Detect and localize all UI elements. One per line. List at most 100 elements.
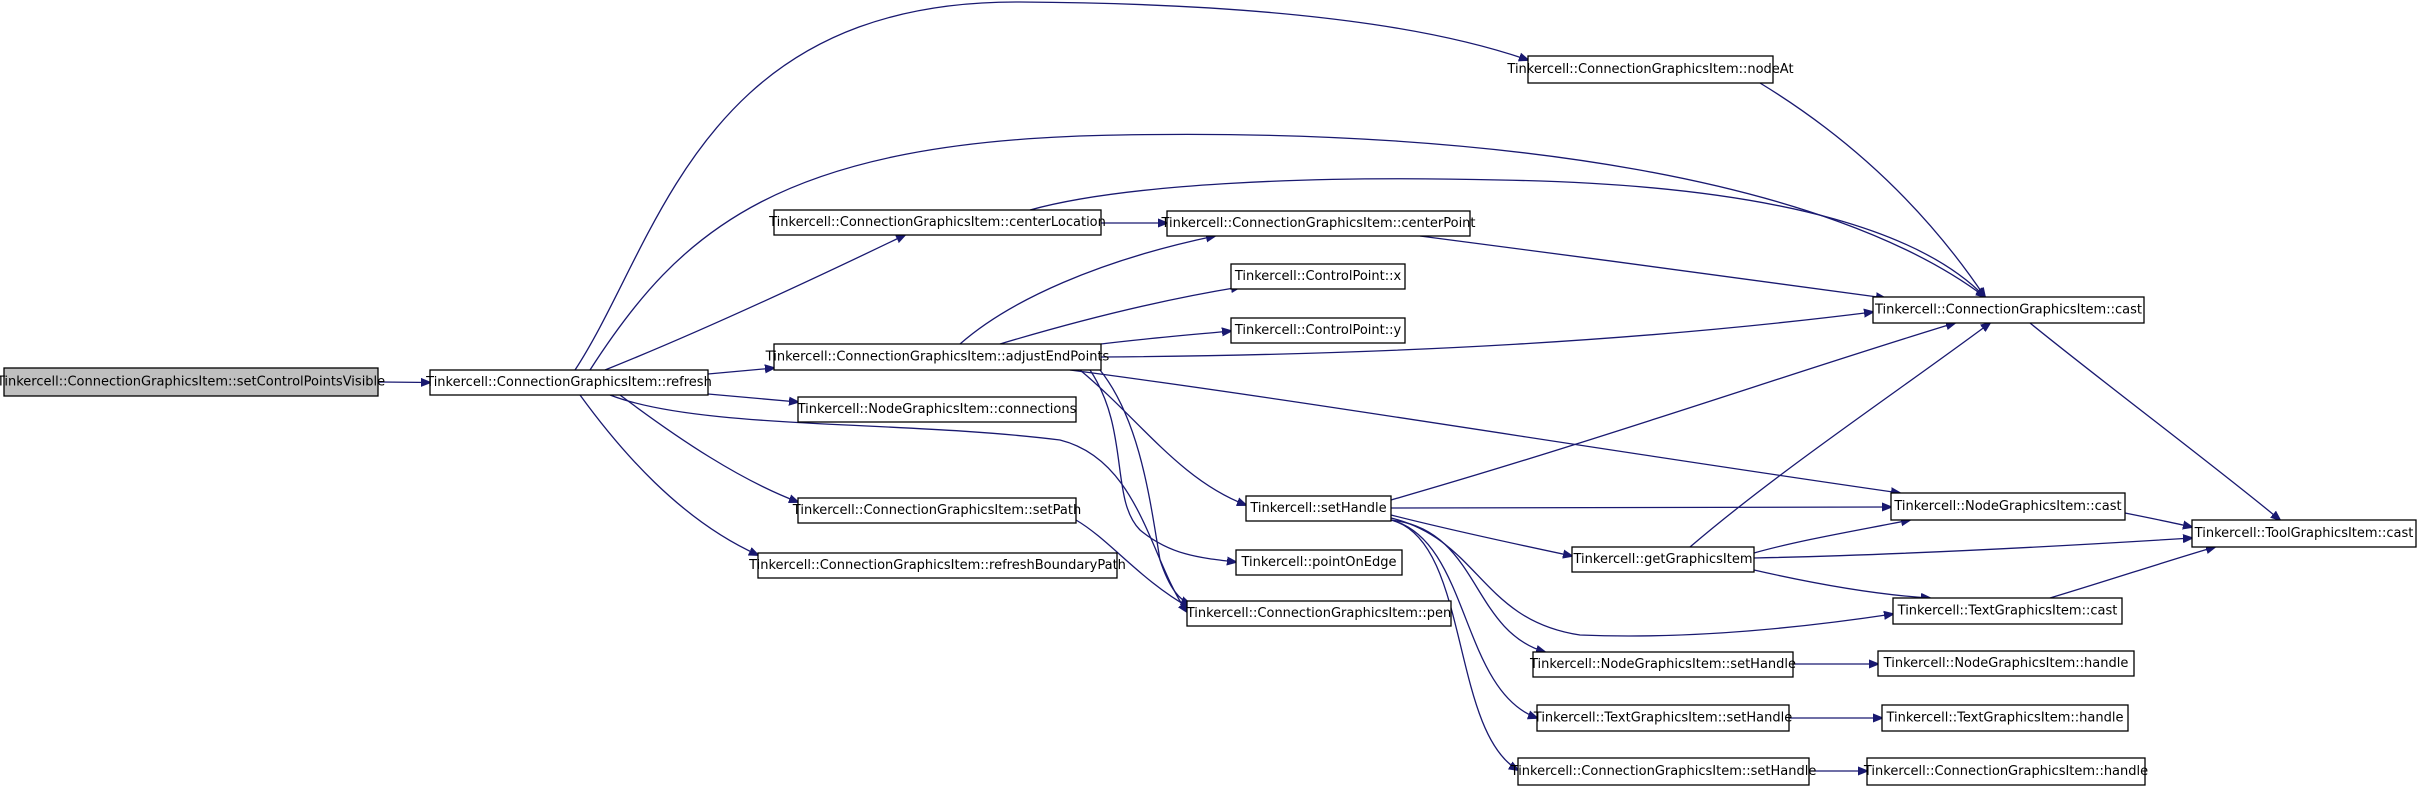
node-nodeAt[interactable]: Tinkercell::ConnectionGraphicsItem::node… (1506, 55, 1794, 84)
node-ngiCast[interactable]: Tinkercell::NodeGraphicsItem::cast (1890, 492, 2126, 521)
node-label: Tinkercell::TextGraphicsItem::setHandle (1533, 711, 1792, 726)
node-box (1532, 651, 1794, 678)
node-cgiCast[interactable]: Tinkercell::ConnectionGraphicsItem::cast (1872, 296, 2145, 324)
edge-getGraphicsItem-to-cgiCast (1689, 323, 1990, 548)
edge-refresh-to-setPath (619, 394, 798, 502)
edges-layer (377, 1, 2280, 771)
node-label: Tinkercell::TextGraphicsItem::cast (1897, 604, 2118, 619)
node-setControlPointsVisible[interactable]: Tinkercell::ConnectionGraphicsItem::setC… (0, 367, 385, 397)
node-label: Tinkercell::getGraphicsItem (1573, 552, 1753, 567)
node-cgiSetHandle[interactable]: Tinkercell::ConnectionGraphicsItem::setH… (1510, 757, 1817, 786)
node-txtHandle[interactable]: Tinkercell::TextGraphicsItem::handle (1881, 704, 2129, 732)
edge-setHandle-to-ngiCast (1390, 507, 1891, 508)
node-centerLocation[interactable]: Tinkercell::ConnectionGraphicsItem::cent… (768, 209, 1106, 236)
node-label: Tinkercell::NodeGraphicsItem::setHandle (1529, 657, 1796, 672)
edge-setHandle-to-getGraphicsItem (1390, 514, 1572, 556)
edge-nodeAt-to-cgiCast (1759, 82, 1985, 297)
node-centerPoint[interactable]: Tinkercell::ConnectionGraphicsItem::cent… (1160, 210, 1476, 237)
node-box (1230, 317, 1406, 344)
node-label: Tinkercell::pointOnEdge (1241, 555, 1397, 570)
node-box (1186, 600, 1452, 627)
node-box (1892, 597, 2123, 625)
node-label: Tinkercell::ToolGraphicsItem::cast (2194, 526, 2414, 541)
node-label: Tinkercell::NodeGraphicsItem::connection… (797, 402, 1077, 417)
edge-getGraphicsItem-to-tgiCast (1753, 538, 2192, 559)
node-box (797, 396, 1077, 423)
node-box (3, 367, 379, 397)
node-connections[interactable]: Tinkercell::NodeGraphicsItem::connection… (797, 396, 1077, 423)
edge-centerLocation-to-cgiCast (1029, 178, 1985, 297)
edge-setHandle-to-cgiCast (1390, 323, 1955, 501)
node-txtSetHandle[interactable]: Tinkercell::TextGraphicsItem::setHandle (1533, 704, 1792, 732)
node-setHandle[interactable]: Tinkercell::setHandle (1245, 495, 1392, 522)
node-box (1517, 757, 1810, 786)
node-label: Tinkercell::ConnectionGraphicsItem::cent… (768, 215, 1106, 230)
edge-adjustEndPoints-to-cgiCast (1100, 312, 1873, 358)
edge-refresh-to-connections (707, 393, 798, 402)
node-box (1245, 495, 1392, 522)
node-label: Tinkercell::ConnectionGraphicsItem::adju… (765, 350, 1110, 365)
node-label: Tinkercell::ControlPoint::y (1234, 323, 1402, 338)
node-box (429, 369, 709, 396)
node-ngiHandle[interactable]: Tinkercell::NodeGraphicsItem::handle (1877, 650, 2135, 677)
edge-centerPoint-to-cgiCast (1419, 235, 1885, 298)
edge-adjustEndPoints-to-pointOnEdge (1089, 369, 1236, 562)
edge-ngiCast-to-tgiCast (2124, 512, 2192, 527)
edge-refresh-to-pen (609, 394, 1187, 612)
node-label: Tinkercell::ControlPoint::x (1234, 269, 1402, 284)
edge-adjustEndPoints-to-setHandle (1079, 369, 1246, 505)
node-box (1877, 650, 2135, 677)
node-box (1890, 492, 2126, 521)
edge-setHandle-to-txtCast (1390, 517, 1893, 637)
edge-getGraphicsItem-to-txtCast (1753, 569, 1930, 598)
node-label: Tinkercell::NodeGraphicsItem::cast (1893, 499, 2121, 514)
node-tgiCast[interactable]: Tinkercell::ToolGraphicsItem::cast (2191, 519, 2417, 548)
node-label: Tinkercell::ConnectionGraphicsItem::setC… (0, 375, 385, 390)
edge-setHandle-to-ngiSetHandle (1390, 519, 1545, 652)
edge-setControlPointsVisible-to-refresh (377, 382, 430, 383)
node-box (1881, 704, 2129, 732)
node-cpx[interactable]: Tinkercell::ControlPoint::x (1230, 263, 1406, 290)
edge-refresh-to-refreshBoundaryPath (579, 394, 758, 555)
node-label: Tinkercell::TextGraphicsItem::handle (1885, 711, 2123, 726)
edge-refresh-to-centerLocation (604, 235, 905, 371)
node-cgiHandle[interactable]: Tinkercell::ConnectionGraphicsItem::hand… (1863, 757, 2148, 786)
edge-refresh-to-cgiCast (589, 133, 1985, 371)
node-label: Tinkercell::ConnectionGraphicsItem::cent… (1160, 216, 1475, 231)
node-adjustEndPoints[interactable]: Tinkercell::ConnectionGraphicsItem::adju… (765, 343, 1110, 371)
node-box (1866, 757, 2146, 786)
node-box (1571, 546, 1755, 573)
node-pen[interactable]: Tinkercell::ConnectionGraphicsItem::pen (1186, 600, 1452, 627)
node-box (1536, 704, 1790, 732)
node-refresh[interactable]: Tinkercell::ConnectionGraphicsItem::refr… (425, 369, 712, 396)
node-label: Tinkercell::ConnectionGraphicsItem::refr… (748, 558, 1126, 573)
node-txtCast[interactable]: Tinkercell::TextGraphicsItem::cast (1892, 597, 2123, 625)
node-box (797, 497, 1077, 524)
node-getGraphicsItem[interactable]: Tinkercell::getGraphicsItem (1571, 546, 1755, 573)
node-box (773, 209, 1102, 236)
edge-getGraphicsItem-to-ngiCast (1753, 520, 1910, 554)
node-label: Tinkercell::ConnectionGraphicsItem::node… (1506, 62, 1793, 77)
node-box (1230, 263, 1406, 290)
node-ngiSetHandle[interactable]: Tinkercell::NodeGraphicsItem::setHandle (1529, 651, 1796, 678)
node-box (757, 552, 1118, 579)
node-label: Tinkercell::ConnectionGraphicsItem::setP… (792, 503, 1081, 518)
node-box (773, 343, 1102, 371)
node-label: Tinkercell::NodeGraphicsItem::handle (1883, 656, 2129, 671)
node-refreshBoundaryPath[interactable]: Tinkercell::ConnectionGraphicsItem::refr… (748, 552, 1126, 579)
node-box (1872, 296, 2145, 324)
edge-setPath-to-pen (1075, 519, 1190, 608)
nodes-layer: Tinkercell::ConnectionGraphicsItem::setC… (0, 55, 2417, 786)
edge-setHandle-to-cgiSetHandle (1390, 519, 1518, 770)
node-box (1235, 549, 1403, 576)
edge-adjustEndPoints-to-cpy (1100, 331, 1231, 345)
node-box (2191, 519, 2417, 548)
node-cpy[interactable]: Tinkercell::ControlPoint::y (1230, 317, 1406, 344)
node-label: Tinkercell::ConnectionGraphicsItem::pen (1186, 606, 1451, 621)
node-label: Tinkercell::ConnectionGraphicsItem::setH… (1510, 764, 1817, 779)
edge-txtCast-to-tgiCast (2049, 547, 2215, 599)
edge-adjustEndPoints-to-centerPoint (959, 236, 1215, 345)
node-label: Tinkercell::ConnectionGraphicsItem::hand… (1863, 764, 2148, 779)
node-pointOnEdge[interactable]: Tinkercell::pointOnEdge (1235, 549, 1403, 576)
node-setPath[interactable]: Tinkercell::ConnectionGraphicsItem::setP… (792, 497, 1081, 524)
